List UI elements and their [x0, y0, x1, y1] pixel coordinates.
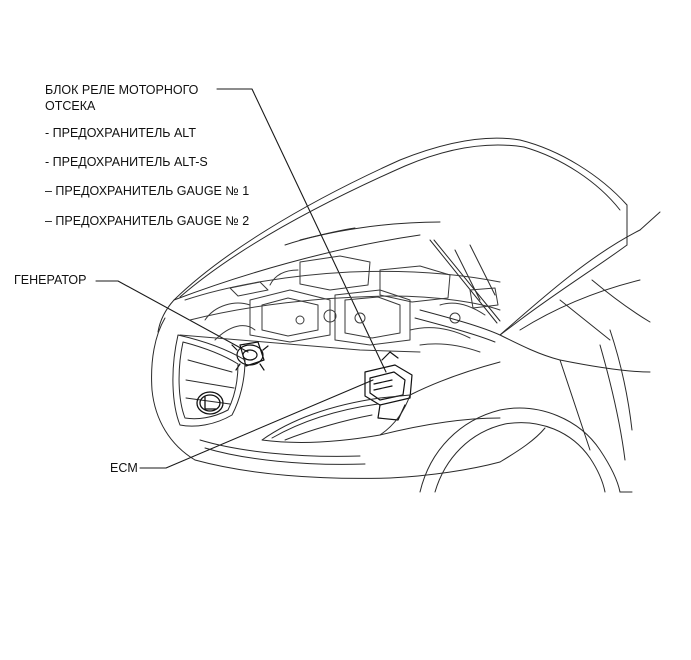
relay-block-part	[364, 351, 413, 421]
windshield	[499, 211, 661, 341]
generator-label: ГЕНЕРАТОР	[14, 273, 87, 287]
fuse-alt-s-label: - ПРЕДОХРАНИТЕЛЬ ALT-S	[45, 155, 208, 169]
fender	[379, 329, 651, 493]
fuse-alt-label: - ПРЕДОХРАНИТЕЛЬ ALT	[45, 126, 196, 140]
fuse-gauge1-label: – ПРЕДОХРАНИТЕЛЬ GAUGE № 1	[45, 184, 250, 198]
hood	[173, 137, 628, 336]
ecm-leader	[139, 379, 374, 469]
emblem-icon	[196, 391, 224, 415]
relay-block-label-line1: БЛОК РЕЛЕ МОТОРНОГО	[45, 83, 199, 97]
ecm-label: ECM	[110, 461, 138, 475]
leader-lines	[95, 88, 387, 469]
headlight	[261, 394, 411, 443]
engine-bay	[179, 255, 501, 353]
front-fascia	[151, 299, 501, 479]
cowl	[414, 244, 501, 343]
relay-block-label-line2: ОТСЕКА	[45, 99, 96, 113]
generator-leader	[95, 280, 249, 353]
relay-block-leader	[216, 88, 387, 373]
fuse-gauge2-label: – ПРЕДОХРАНИТЕЛЬ GAUGE № 2	[45, 214, 250, 228]
